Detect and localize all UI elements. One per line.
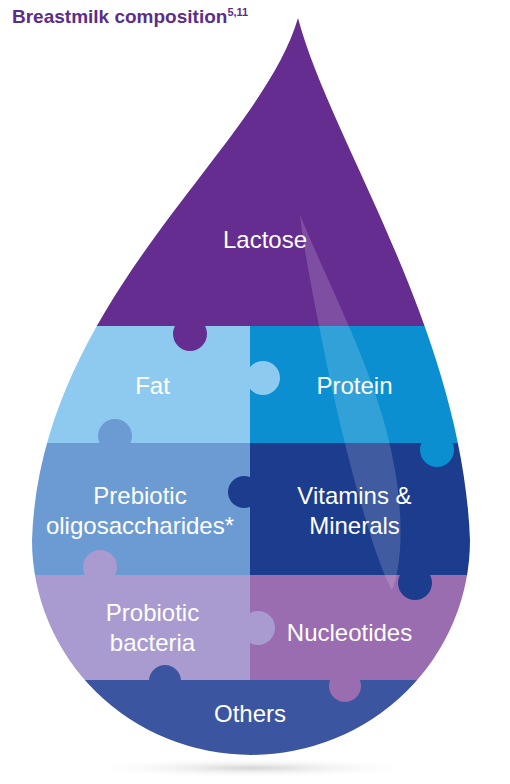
probiotic-piece: Probioticbacteria — [60, 585, 245, 670]
fat-piece: Fat — [60, 336, 245, 436]
diagram-heading: Breastmilk composition5,11 — [12, 6, 248, 28]
reference-number: 5,11 — [227, 6, 248, 18]
vitamins-piece: Vitamins &Minerals — [262, 455, 447, 567]
lactose-piece: Lactose — [170, 200, 360, 280]
piece-label: Protein — [316, 371, 392, 401]
piece-label: Prebioticoligosaccharides* — [46, 481, 234, 541]
piece-label: Fat — [135, 371, 170, 401]
piece-label: Probioticbacteria — [106, 598, 199, 658]
piece-label: Others — [214, 699, 286, 729]
piece-label: Nucleotides — [287, 618, 412, 648]
title: Breastmilk composition — [12, 6, 227, 27]
nucleotides-piece: Nucleotides — [262, 598, 437, 668]
piece-label: Lactose — [223, 225, 307, 255]
others-piece: Others — [165, 690, 335, 738]
piece-label: Vitamins &Minerals — [297, 481, 411, 541]
prebiotic-piece: Prebioticoligosaccharides* — [36, 455, 244, 567]
drop-shadow — [82, 758, 422, 778]
protein-piece: Protein — [262, 336, 447, 436]
